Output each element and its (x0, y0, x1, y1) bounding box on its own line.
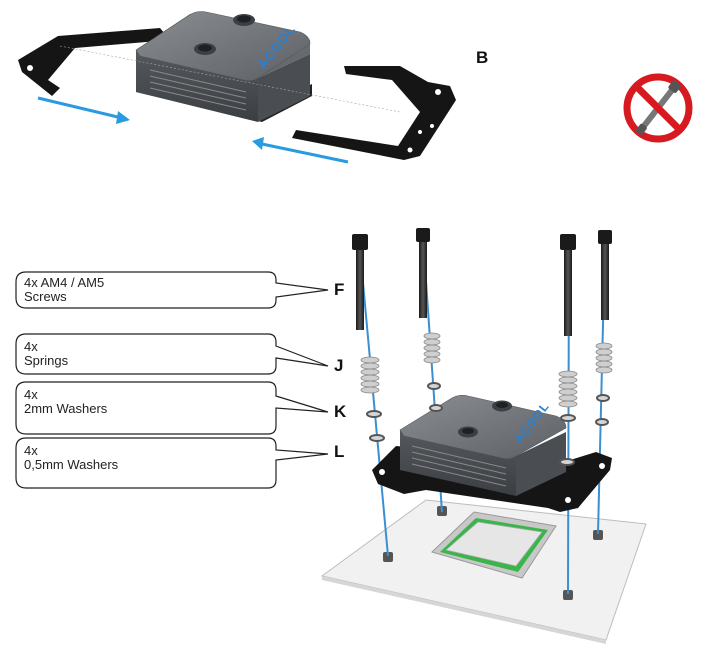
callout-text-j: 4x Springs (24, 340, 68, 368)
part-qty: 4x (24, 387, 38, 402)
part-qty: 4x AM4 / AM5 (24, 275, 105, 290)
washer-2mm (427, 382, 441, 390)
screw (560, 234, 576, 336)
arrow-right-icon (37, 96, 130, 124)
no-screwdriver-icon (623, 73, 693, 143)
part-letter-l: L (334, 442, 345, 461)
spring (558, 370, 578, 408)
screw (598, 230, 612, 320)
part-name: Springs (24, 353, 69, 368)
part-qty: 4x (24, 339, 38, 354)
washer-2mm (560, 414, 576, 422)
spring (423, 332, 441, 364)
spring (595, 342, 613, 374)
spring (360, 356, 380, 394)
part-letter-f: F (334, 280, 345, 299)
callout-text-f: 4x AM4 / AM5 Screws (24, 276, 104, 304)
top-water-block: ACOOL (135, 11, 312, 122)
callout-balloon-l (15, 437, 329, 489)
cpu-socket (431, 511, 557, 579)
step-label: B (476, 48, 489, 67)
part-letter-j: J (334, 356, 344, 375)
callout-balloon-k (15, 381, 329, 435)
top-bracket-right (292, 66, 456, 160)
part-name: 2mm Washers (24, 401, 108, 416)
washer-05mm (595, 418, 609, 426)
washer-05mm (429, 404, 443, 412)
callout-text-k: 4x 2mm Washers (24, 388, 107, 416)
top-bracket-left (18, 28, 170, 96)
screw (416, 228, 430, 318)
washer-05mm (559, 458, 575, 466)
springs (360, 332, 613, 408)
part-name: Screws (24, 289, 67, 304)
callouts (15, 271, 329, 489)
part-qty: 4x (24, 443, 38, 458)
water-block: ACOOL (399, 395, 567, 496)
part-name: 0,5mm Washers (24, 457, 119, 472)
arrow-left-icon (252, 137, 349, 164)
callout-balloon-j (15, 333, 329, 375)
washer-2mm (366, 410, 382, 418)
screws (352, 228, 612, 336)
washer-2mm (596, 394, 610, 402)
washer-05mm (369, 434, 385, 442)
callout-text-l: 4x 0,5mm Washers (24, 444, 118, 472)
part-letter-k: K (334, 402, 347, 421)
guide-line (59, 45, 401, 113)
callout-balloon-f (15, 271, 329, 309)
washers (366, 382, 610, 466)
screw (352, 234, 368, 330)
